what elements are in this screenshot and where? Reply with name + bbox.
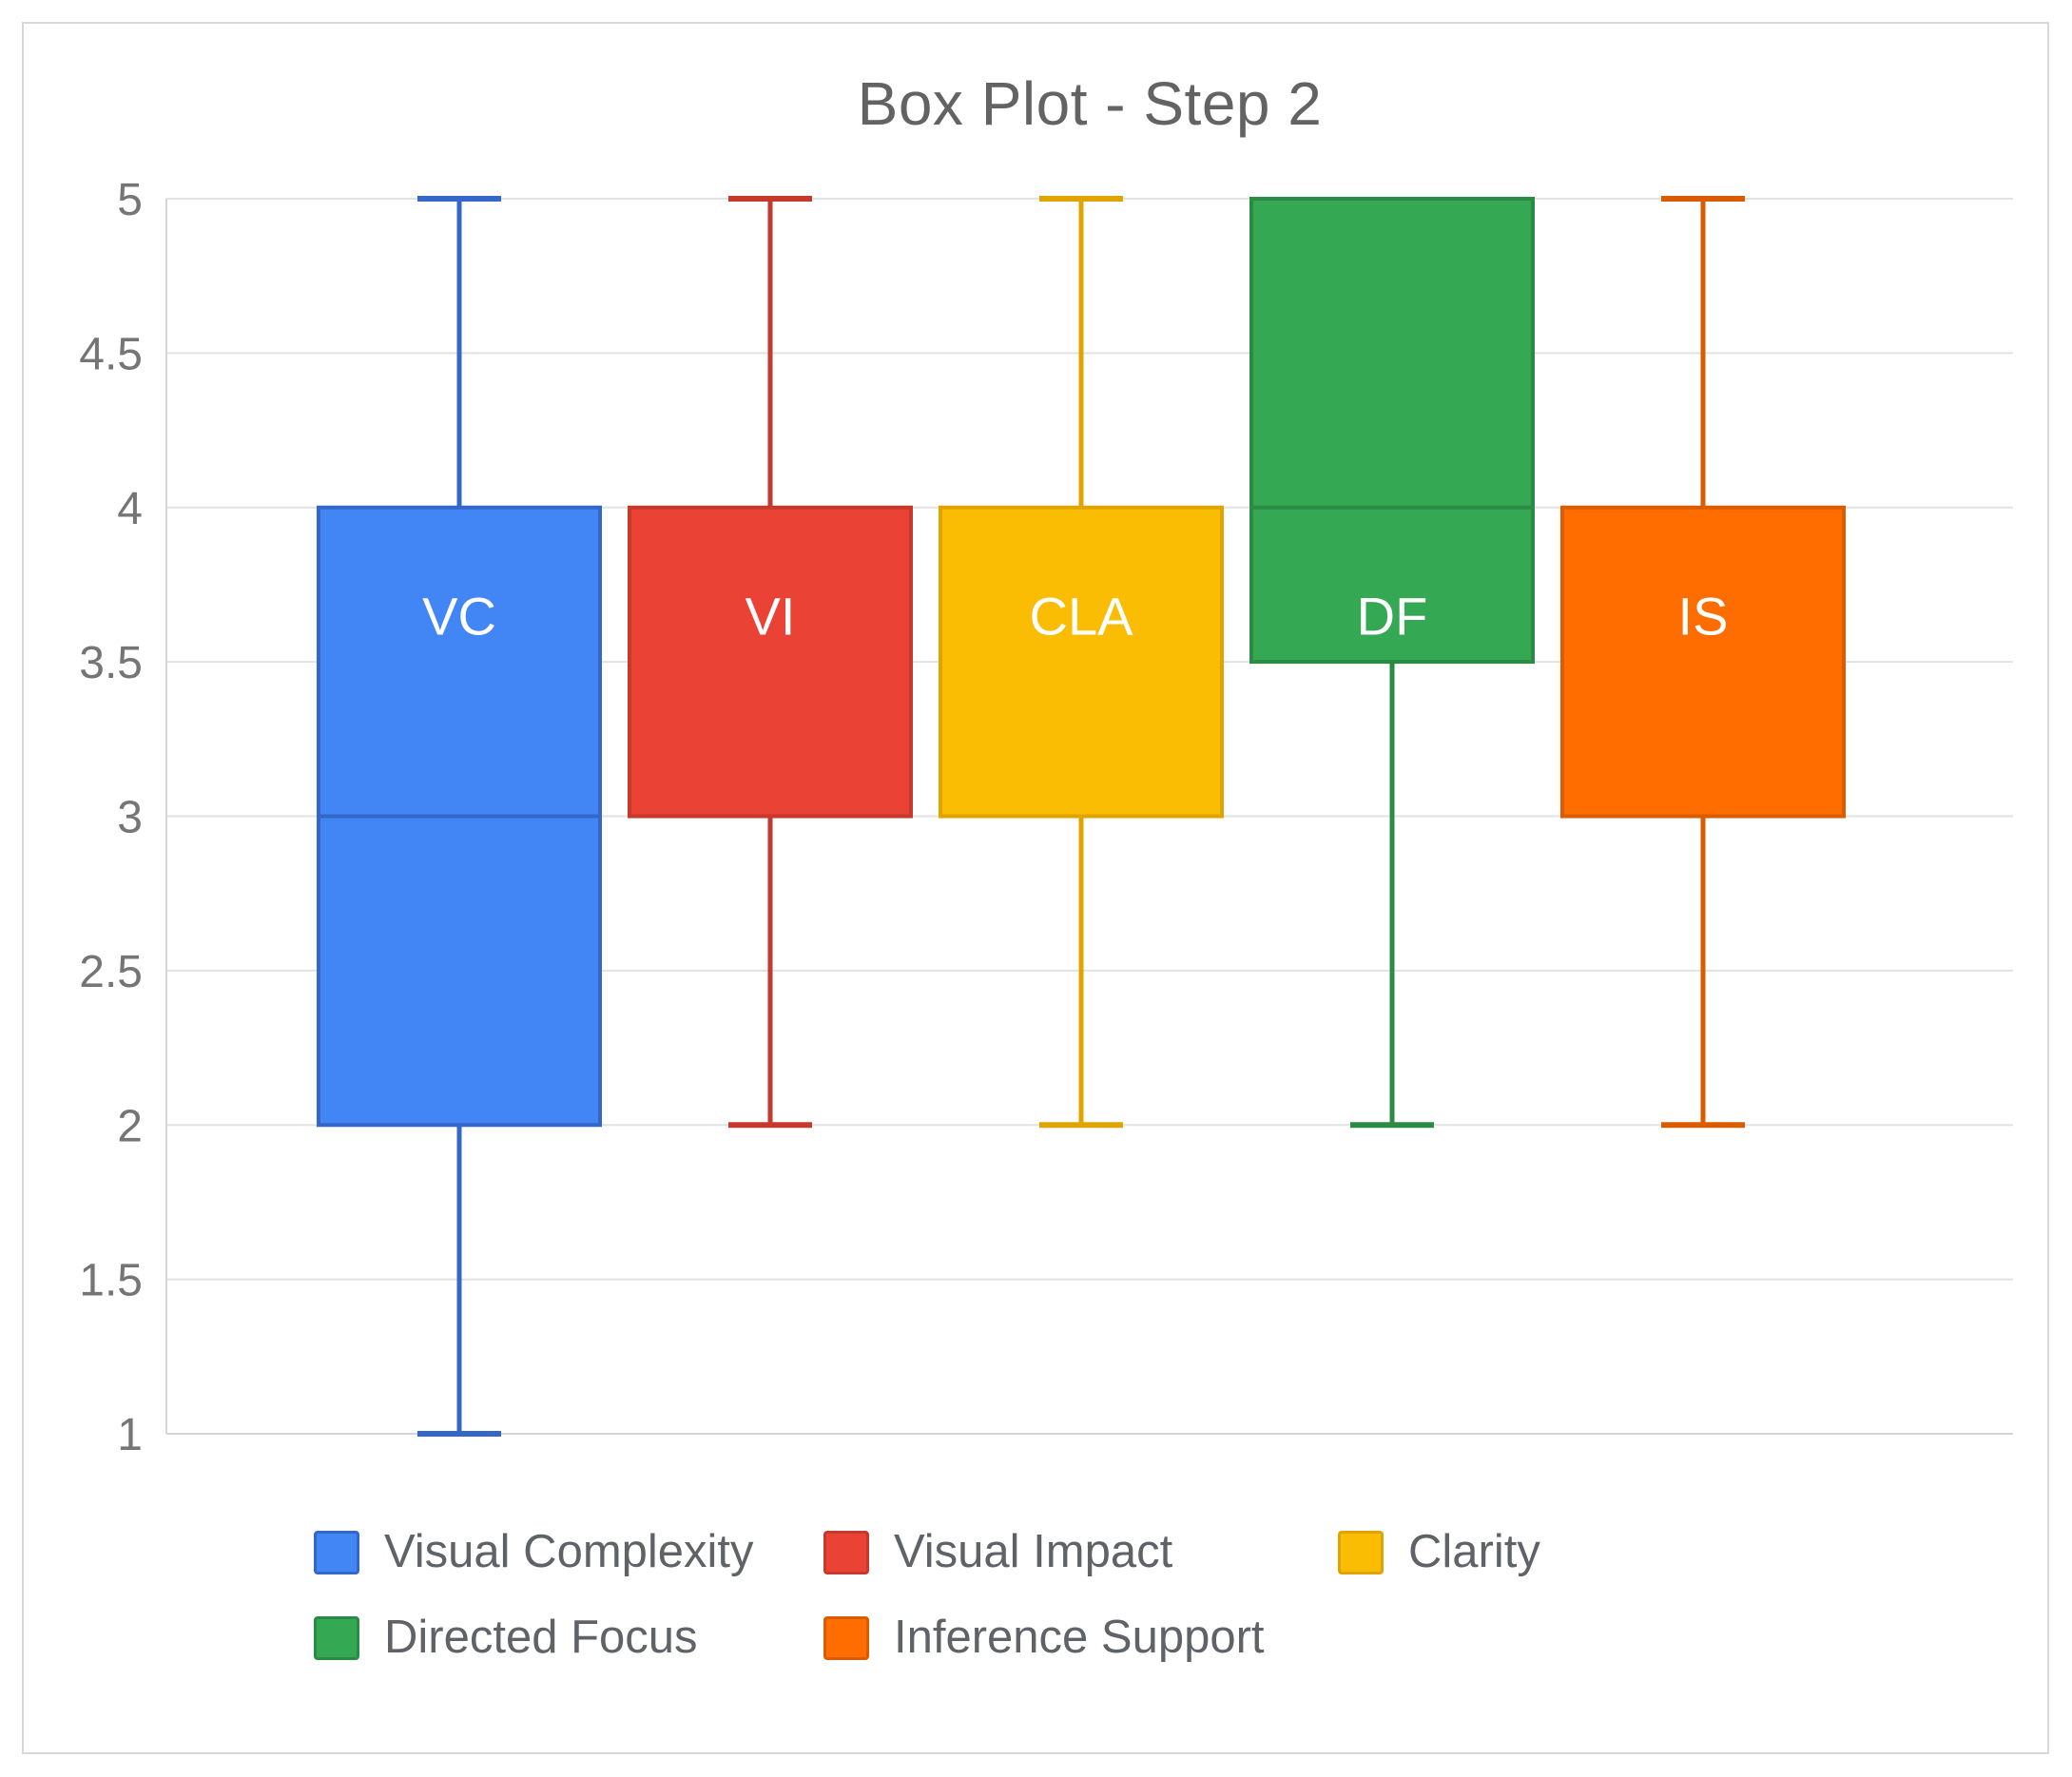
- y-axis-tick-label: 1: [117, 1410, 143, 1460]
- legend-swatch: [823, 1530, 869, 1574]
- y-axis-tick-label: 3: [117, 793, 143, 843]
- legend-label: Directed Focus: [384, 1612, 698, 1663]
- iqr-box[interactable]: [1560, 505, 1846, 819]
- legend-label: Visual Impact: [894, 1526, 1173, 1577]
- legend-item-inference-support[interactable]: Inference Support: [823, 1614, 1265, 1661]
- box-label: CLA: [1030, 586, 1134, 646]
- y-axis-tick-label: 2.5: [79, 947, 143, 997]
- y-axis-tick-label: 4: [117, 484, 143, 534]
- legend-swatch: [314, 1530, 359, 1574]
- y-axis-tick-label: 3.5: [79, 638, 143, 688]
- iqr-box[interactable]: [1249, 197, 1535, 665]
- legend-item-visual-complexity[interactable]: Visual Complexity: [314, 1529, 754, 1575]
- box-plot-is[interactable]: IS: [1560, 196, 1846, 1129]
- box-plot-df[interactable]: DF: [1249, 197, 1535, 1129]
- box-plot-vc[interactable]: VC: [317, 196, 602, 1437]
- legend-item-visual-impact[interactable]: Visual Impact: [823, 1529, 1172, 1575]
- box-plot-vi[interactable]: VI: [628, 196, 913, 1129]
- box-plot-cla[interactable]: CLA: [939, 196, 1224, 1129]
- y-axis-tick-label: 4.5: [79, 329, 143, 379]
- y-axis-tick-label: 2: [117, 1101, 143, 1151]
- legend-item-clarity[interactable]: Clarity: [1338, 1529, 1540, 1575]
- legend-label: Inference Support: [894, 1612, 1265, 1663]
- legend-label: Visual Complexity: [384, 1526, 754, 1577]
- y-axis-tick-label: 1.5: [79, 1256, 143, 1306]
- box-label: VI: [746, 586, 796, 646]
- legend-label: Clarity: [1408, 1526, 1540, 1577]
- box-label: DF: [1357, 586, 1428, 646]
- y-axis-tick-label: 5: [117, 175, 143, 225]
- legend-swatch: [823, 1615, 869, 1660]
- box-label: IS: [1678, 586, 1729, 646]
- box-label: VC: [422, 586, 496, 646]
- legend-swatch: [1338, 1530, 1384, 1574]
- chart-title: Box Plot - Step 2: [857, 69, 1323, 138]
- iqr-box[interactable]: [939, 505, 1224, 819]
- legend-swatch: [314, 1615, 359, 1660]
- legend-item-directed-focus[interactable]: Directed Focus: [314, 1614, 698, 1661]
- iqr-box[interactable]: [628, 505, 913, 819]
